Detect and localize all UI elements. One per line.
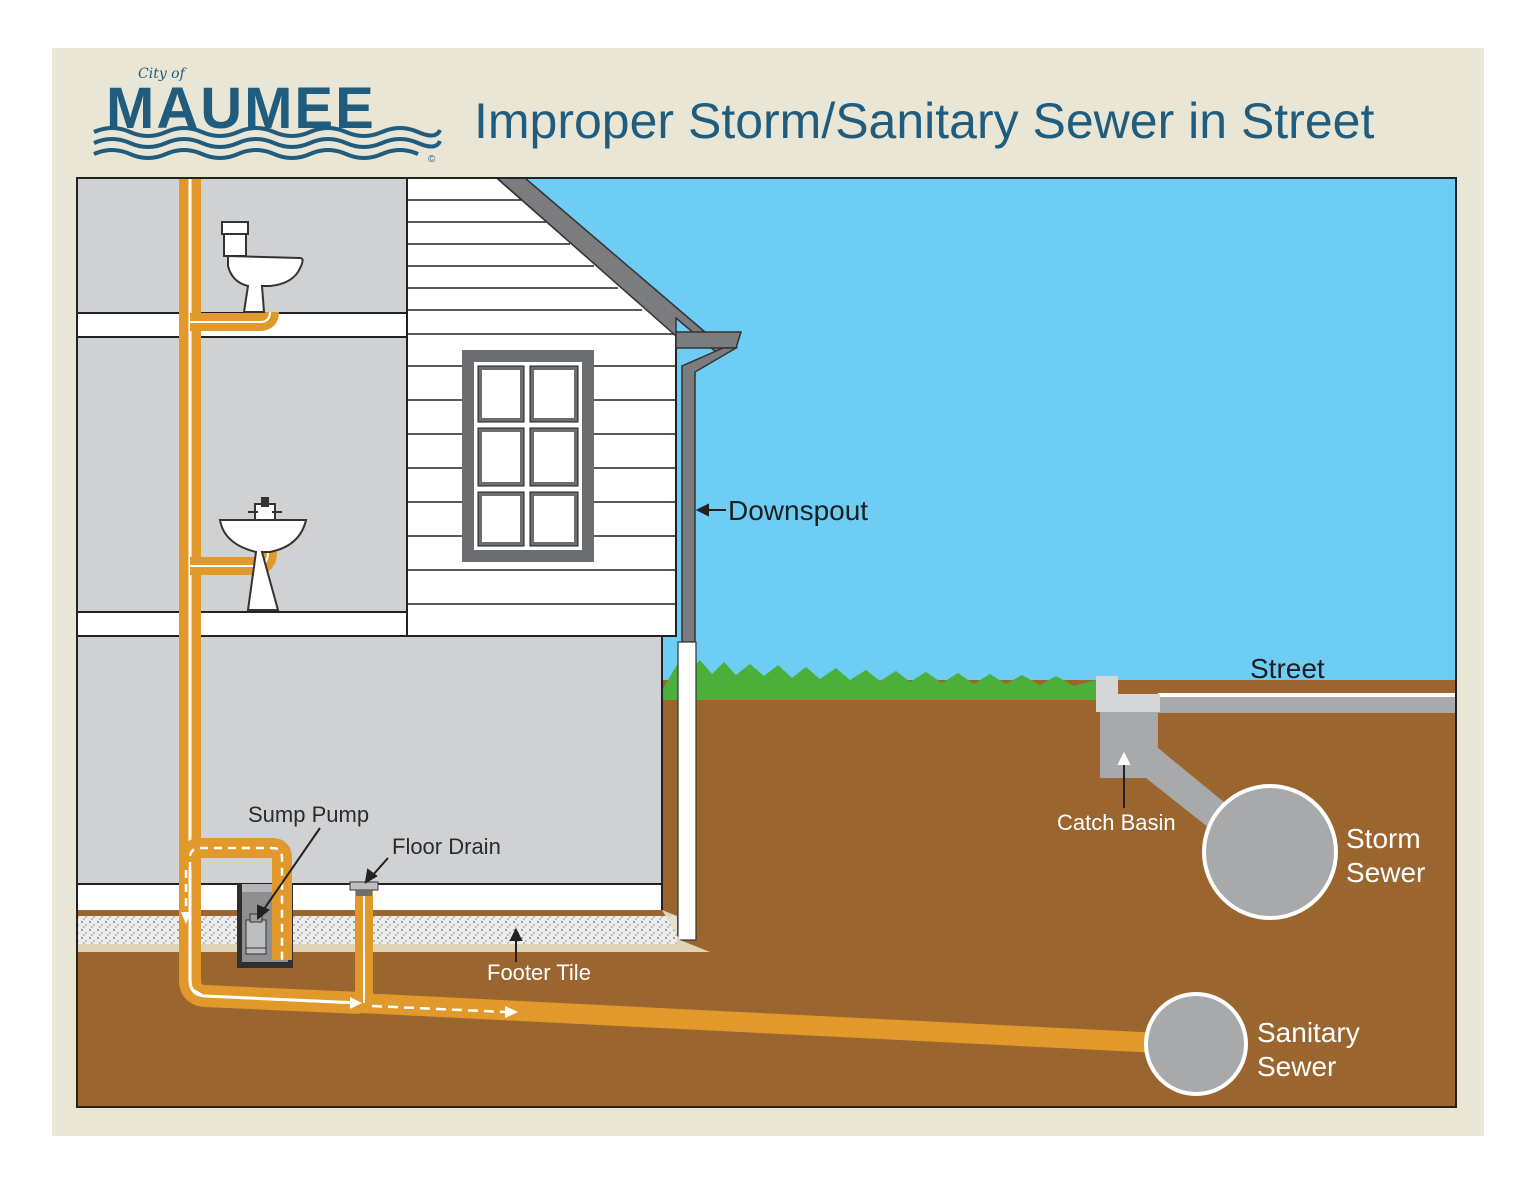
label-catch-basin: Catch Basin (1057, 810, 1176, 835)
label-storm-sewer-line1: Storm (1346, 823, 1421, 854)
sump-pump-icon (245, 913, 267, 955)
storm-sewer-pipe (1202, 784, 1338, 920)
label-storm-sewer-line2: Sewer (1346, 857, 1425, 888)
street-surface (1158, 693, 1456, 713)
maumee-logo: City of MAUMEE © (93, 66, 442, 165)
window-icon (462, 350, 594, 562)
floor-drain-icon (349, 881, 379, 896)
footer-tile (77, 916, 677, 944)
downspout-pipe-underground (677, 641, 697, 941)
toilet-icon (221, 221, 304, 313)
gutter (675, 331, 743, 349)
label-sanitary-sewer-line1: Sanitary (1257, 1017, 1360, 1048)
logo-city-of: City of (138, 66, 188, 82)
label-sump-pump: Sump Pump (248, 802, 369, 827)
basement (77, 636, 662, 886)
sanitary-sewer-pipe (1144, 992, 1248, 1096)
curb (1096, 676, 1118, 696)
grass (662, 660, 1096, 700)
catch-basin (1100, 712, 1236, 832)
page-title: Improper Storm/Sanitary Sewer in Street (474, 93, 1374, 149)
sink-icon (218, 497, 308, 611)
sump-discharge (180, 838, 292, 960)
label-downspout: Downspout (728, 495, 868, 526)
label-floor-drain: Floor Drain (392, 834, 501, 859)
label-footer-tile: Footer Tile (487, 960, 591, 985)
label-street: Street (1250, 653, 1325, 684)
logo-copyright: © (428, 154, 436, 165)
label-sanitary-sewer-line2: Sewer (1257, 1051, 1336, 1082)
